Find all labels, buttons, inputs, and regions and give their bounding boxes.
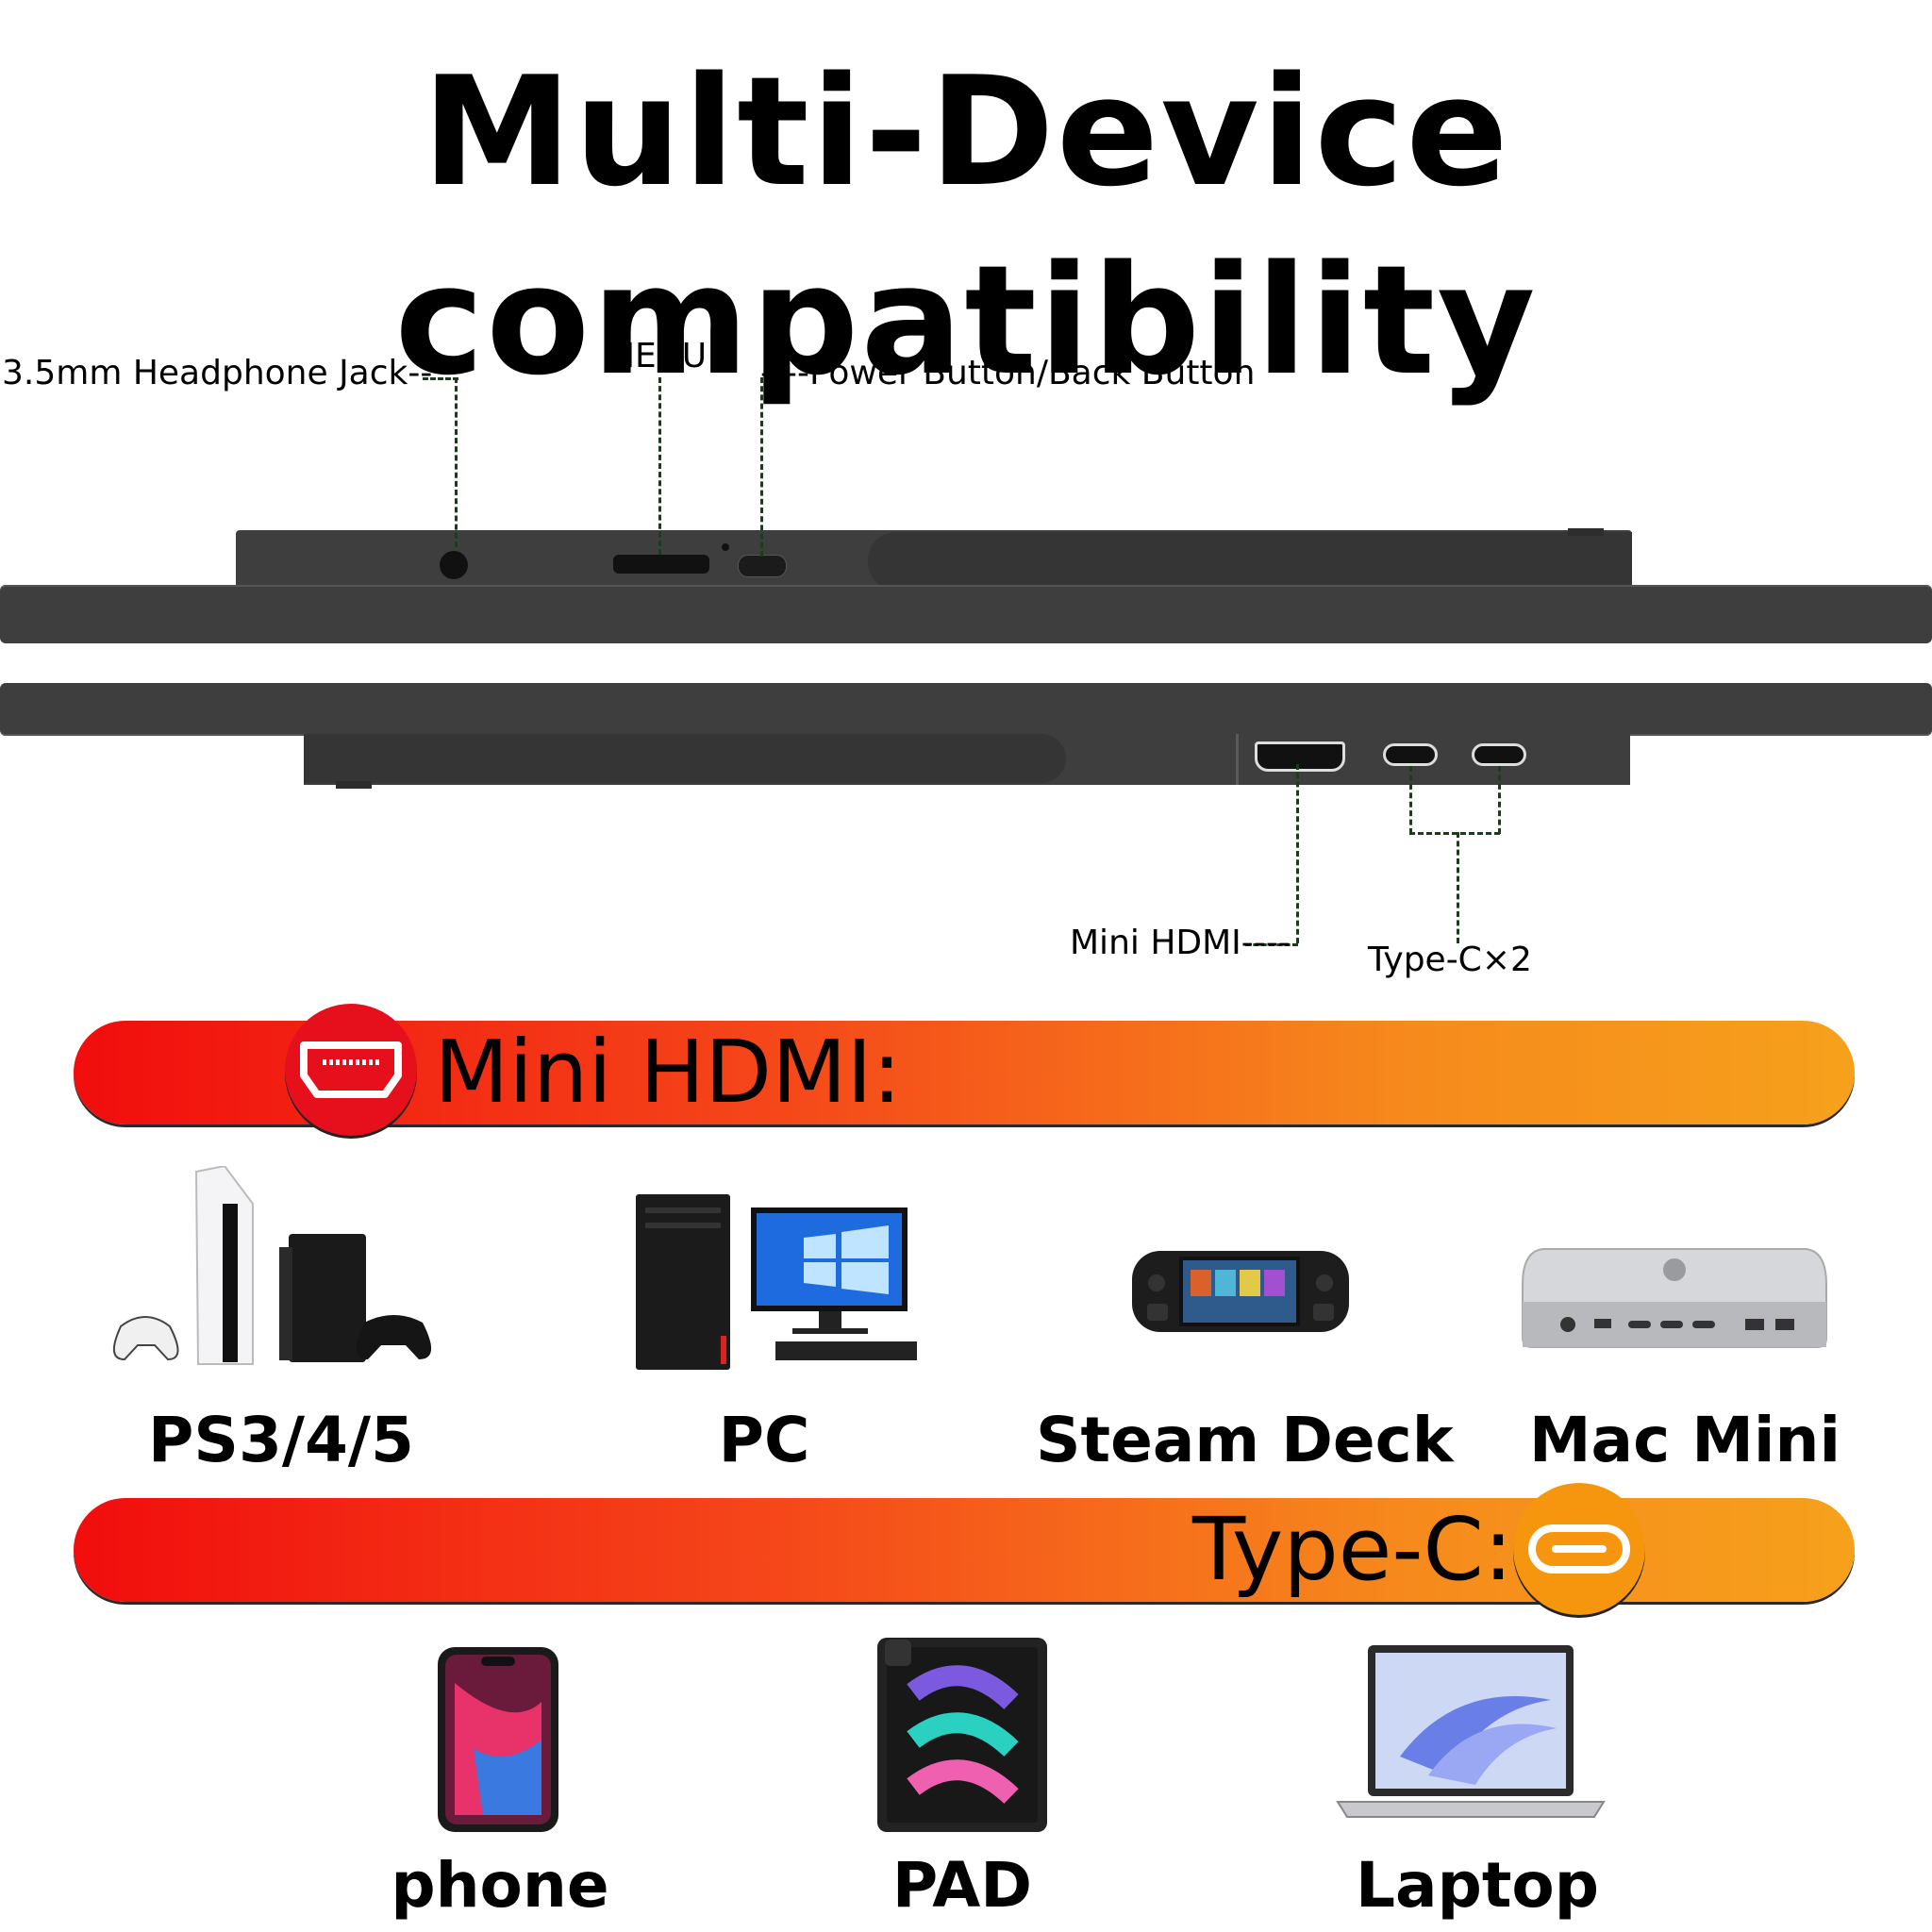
mac-mini-icon (1519, 1247, 1830, 1351)
device-label-ps: PS3/4/5 (148, 1404, 414, 1476)
smartphone-icon (436, 1645, 560, 1834)
page-title: Multi-Device compatibility (394, 43, 1538, 408)
type-c-band-label: Type-C: (1192, 1499, 1513, 1600)
device-label-pc: PC (718, 1404, 810, 1476)
device-label-mac-mini: Mac Mini (1528, 1404, 1841, 1476)
laptop-icon (1334, 1643, 1607, 1832)
handheld-console-icon (1132, 1245, 1377, 1340)
device-label-laptop: Laptop (1356, 1849, 1599, 1922)
type-c-port-2 (1472, 743, 1526, 766)
monitor-top-edge (0, 528, 1932, 651)
menu-button[interactable] (613, 555, 709, 574)
mini-hdmi-port (1255, 741, 1345, 772)
device-label-steam-deck: Steam Deck (1036, 1404, 1454, 1476)
desktop-pc-icon (634, 1194, 926, 1374)
type-c-port-icon (1513, 1483, 1645, 1615)
power-button-label: ----Power Button/Back Button (760, 354, 1256, 392)
game-console-icon (111, 1166, 451, 1370)
type-c-label: Type-C×2 (1368, 941, 1532, 979)
mini-hdmi-label: Mini HDMI---- (1070, 924, 1291, 962)
menu-label: MENU (606, 337, 708, 375)
hdmi-port-icon (285, 1004, 417, 1136)
tablet-icon (875, 1636, 1049, 1834)
device-label-pad: PAD (891, 1849, 1033, 1922)
headphone-jack-label: 3.5mm Headphone Jack-- (2, 354, 433, 392)
device-label-phone: phone (391, 1849, 609, 1922)
power-button[interactable] (738, 555, 787, 577)
headphone-jack-port (440, 551, 468, 579)
monitor-bottom-edge (0, 681, 1932, 789)
type-c-port-1 (1383, 743, 1438, 766)
mini-hdmi-band-label: Mini HDMI: (434, 1022, 902, 1123)
